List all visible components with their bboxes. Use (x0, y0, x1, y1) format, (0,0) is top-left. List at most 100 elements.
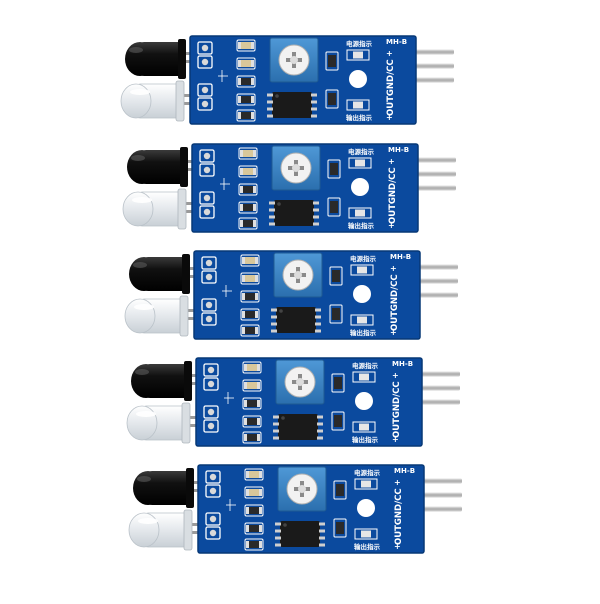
power-led (353, 51, 363, 59)
receiver-led-rim (186, 468, 194, 508)
smd-component (330, 163, 338, 175)
chip-pin (275, 536, 281, 540)
header-pin (414, 264, 458, 270)
emitter-led-dome (122, 191, 154, 227)
smd-outline (331, 373, 345, 393)
smd-component (330, 201, 338, 213)
smd-cap (255, 311, 258, 318)
header-pin (410, 49, 454, 55)
smd-cap (253, 186, 256, 193)
header-pins (412, 157, 456, 191)
smd-outline (329, 266, 343, 286)
mounting-hole (353, 285, 371, 303)
chip-body (276, 307, 316, 333)
plus-mark: + (392, 435, 399, 444)
chip-pin (269, 208, 275, 212)
potentiometer-center (296, 378, 304, 386)
smd-cap (251, 96, 254, 103)
potentiometer-center (290, 56, 298, 64)
smd-cap (257, 434, 260, 441)
receiver-led-highlight (137, 476, 151, 482)
header-pin (416, 399, 460, 405)
output-led (361, 530, 371, 538)
solder-joint (201, 44, 209, 52)
emitter-led-leg (180, 309, 202, 312)
solder-joint (207, 366, 215, 374)
receiver-led-dome (133, 471, 163, 505)
emitter-led (126, 402, 191, 444)
receiver-led-leg (180, 267, 202, 270)
smd-cap (240, 220, 243, 227)
smd-cap (251, 78, 254, 85)
chip-pin (317, 422, 323, 426)
smd-component (245, 257, 255, 264)
emitter-led-leg (176, 94, 198, 97)
emitter-led-leg (178, 202, 200, 205)
smd-outline (236, 93, 256, 106)
smd-outline (325, 89, 339, 109)
chip-pin (315, 322, 321, 326)
smd-cap (238, 96, 241, 103)
solder-joint (209, 529, 217, 537)
output-led (357, 316, 367, 324)
chip-pin (315, 308, 321, 312)
header-pins (410, 49, 454, 83)
smd-cap (244, 400, 247, 407)
output-led-outline (352, 421, 376, 433)
model-label: MH-B (392, 360, 413, 368)
smd-outline (327, 197, 341, 217)
receiver-led-highlight (129, 47, 143, 53)
potentiometer-center (294, 271, 302, 279)
smd-cap (259, 471, 262, 478)
solder-pad (201, 298, 217, 312)
receiver-led-leg (178, 160, 200, 163)
smd-outline (238, 165, 258, 178)
solder-joint (207, 422, 215, 430)
solder-joint (207, 408, 215, 416)
smd-outline (240, 254, 260, 267)
smd-outline (238, 217, 258, 230)
smd-component (245, 293, 255, 300)
model-label: MH-B (388, 146, 409, 154)
smd-component (241, 60, 251, 67)
smd-component (332, 270, 340, 282)
header-pins (418, 478, 462, 512)
solder-joint (203, 166, 211, 174)
solder-pad (205, 470, 221, 484)
smd-cap (257, 382, 260, 389)
smd-cap (255, 275, 258, 282)
receiver-led (125, 39, 186, 79)
smd-component (334, 377, 342, 389)
smd-component (243, 150, 253, 157)
header-pin (410, 63, 454, 69)
smd-cap (240, 204, 243, 211)
receiver-led-leg (182, 382, 204, 385)
smd-cap (255, 257, 258, 264)
header-pin (418, 478, 462, 484)
smd-cap (251, 60, 254, 67)
receiver-led-rim (184, 361, 192, 401)
smd-component (243, 186, 253, 193)
smd-cap (253, 150, 256, 157)
potentiometer (273, 252, 323, 298)
chip-pin (319, 536, 325, 540)
smd-cap (242, 293, 245, 300)
smd-cap (242, 257, 245, 264)
solder-pad (197, 55, 213, 69)
chip-pin (271, 315, 277, 319)
pin-labels: OUTGND/CC (394, 488, 404, 545)
potentiometer (269, 37, 319, 83)
smd-component (249, 471, 259, 478)
solder-joint (207, 380, 215, 388)
receiver-led (129, 254, 190, 294)
chip-pin (271, 322, 277, 326)
pin-labels: OUTGND/CC (388, 167, 398, 224)
smd-component (245, 275, 255, 282)
power-led-outline (350, 264, 374, 276)
emitter-led-dome (128, 512, 160, 548)
chip-pin (311, 93, 317, 97)
chip-pin (275, 543, 281, 547)
smd-outline (238, 201, 258, 214)
